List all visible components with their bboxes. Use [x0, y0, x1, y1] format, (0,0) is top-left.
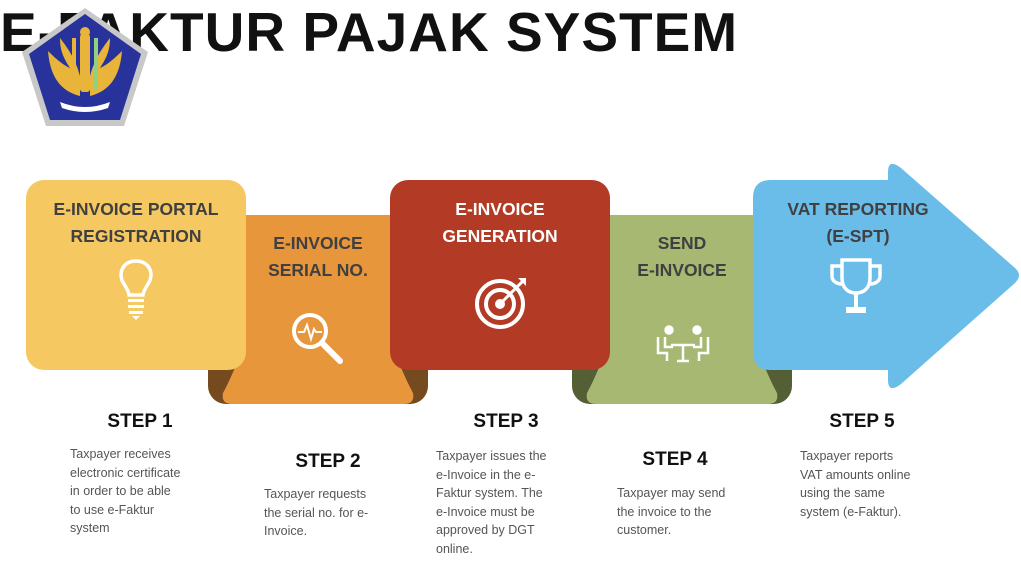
step4-box-label: SEND E-INVOICE: [637, 233, 727, 280]
step5-description: Taxpayer reports VAT amounts online usin…: [800, 449, 911, 519]
step3-heading: STEP 3: [473, 411, 539, 432]
step2-box-label: E-INVOICE SERIAL NO.: [268, 233, 368, 280]
step5-heading: STEP 5: [829, 411, 895, 432]
step3-box: [390, 180, 610, 370]
step3-description: Taxpayer issues the e-Invoice in the e- …: [436, 449, 547, 556]
step4-heading: STEP 4: [642, 449, 708, 470]
step1-box: [26, 180, 246, 370]
ministry-logo: [22, 8, 148, 126]
step4-box: [586, 215, 778, 404]
step1-description: Taxpayer receives electronic certificate…: [70, 447, 181, 535]
trophy-icon: [830, 258, 882, 313]
magnifier-pulse-icon: [292, 313, 343, 364]
step2-description: Taxpayer requests the serial no. for e- …: [264, 487, 369, 538]
step2-heading: STEP 2: [295, 451, 361, 472]
target-icon: [475, 278, 526, 329]
meeting-icon: [656, 325, 710, 363]
step3-box-label: E-INVOICE GENERATION: [442, 199, 558, 246]
step2-box: [222, 215, 414, 404]
step5-arrow-box: [753, 163, 1019, 389]
step5-box-label: VAT REPORTING (E-SPT): [787, 199, 929, 246]
step4-description: Taxpayer may send the invoice to the cus…: [617, 486, 726, 537]
lightbulb-icon: [119, 259, 153, 320]
step1-heading: STEP 1: [107, 411, 173, 432]
page-title: E-FAKTUR PAJAK SYSTEM: [0, 1, 739, 63]
step1-box-label: E-INVOICE PORTAL REGISTRATION: [53, 199, 219, 246]
